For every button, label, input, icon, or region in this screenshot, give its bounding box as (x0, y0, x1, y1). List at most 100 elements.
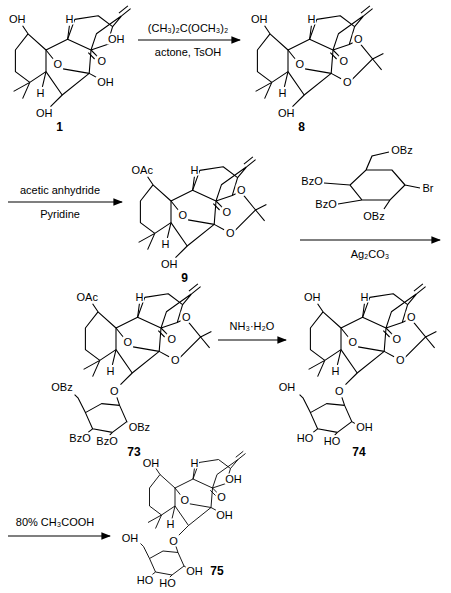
atom-label: BzO (95, 436, 118, 447)
atom-label: H (278, 88, 288, 99)
atom-label: O (97, 55, 108, 66)
atom-label: OH (303, 292, 322, 303)
diterpenoid-core (309, 284, 426, 385)
atom-label: H (161, 239, 171, 250)
diterpenoid-core (139, 157, 256, 258)
reaction-arrow (138, 39, 240, 40)
atom-label: OH (8, 14, 27, 25)
atom-label: O (177, 210, 188, 221)
atom-label: O (181, 312, 192, 323)
atom-label: OH (160, 259, 179, 270)
reaction-arrow (300, 239, 440, 240)
atom-label: O (236, 185, 247, 196)
atom-label: OH (142, 457, 161, 468)
atom-label: H (190, 457, 200, 468)
acetonide-ring (235, 196, 266, 231)
atom-label: OAc (130, 165, 153, 176)
atom-label: O (353, 34, 364, 45)
atom-label: HO (323, 436, 342, 447)
atom-label: H (106, 366, 116, 377)
reagent-text: OBz (362, 211, 385, 222)
glycosyl-bromide (324, 152, 420, 209)
atom-label: H (306, 14, 316, 25)
sugar-ring (75, 395, 132, 436)
reagent-text: NH₃·H₂O (229, 321, 276, 332)
atom-label: H (189, 165, 199, 176)
reagent-text: actone, TsOH (154, 47, 222, 58)
atom-label: H (166, 519, 176, 530)
atom-label: O (52, 59, 63, 70)
atom-label: O (222, 206, 233, 217)
atom-label: O (179, 495, 190, 506)
atom-label: OH (224, 474, 243, 485)
atom-label: OBz (128, 422, 151, 433)
diterpenoid-core (84, 284, 201, 385)
atom-label: OAc (75, 292, 98, 303)
atom-label: OH (107, 34, 126, 45)
atom-label: OH (185, 565, 204, 576)
atom-label: O (406, 312, 417, 323)
reagent-text: acetic anhydride (19, 185, 101, 196)
atom-label: O (109, 386, 120, 397)
atom-label: O (168, 535, 179, 546)
reagent-text: BzO (314, 199, 337, 210)
atom-label: H (36, 88, 46, 99)
reagent-text: Br (422, 183, 435, 194)
atom-label: OH (250, 14, 269, 25)
reagent-text: Pyridine (39, 209, 81, 220)
atom-label: O (392, 333, 403, 344)
atom-label: OH (355, 422, 374, 433)
atom-label: H (134, 292, 144, 303)
compound-number: 9 (180, 272, 189, 284)
atom-label: O (294, 59, 305, 70)
reagent-text: OBz (390, 145, 413, 156)
atom-label: OH (96, 77, 115, 88)
reagent-text: Ag₂CO₃ (350, 249, 391, 260)
atom-label: O (339, 55, 350, 66)
atom-label: O (342, 77, 353, 88)
compound-number: 8 (297, 121, 306, 133)
compound-number: 75 (209, 565, 224, 577)
atom-label: OBz (50, 382, 73, 393)
atom-label: H (359, 292, 369, 303)
acetonide-ring (180, 323, 212, 358)
atom-label: BzO (68, 432, 91, 443)
atom-label: OH (121, 532, 140, 543)
atom-label: OH (35, 108, 54, 119)
diterpenoid-core (256, 6, 373, 107)
reagent-text: BzO (300, 176, 323, 187)
atom-label: HO (296, 432, 315, 443)
atom-label: HO (136, 574, 155, 585)
sugar-ring (141, 544, 188, 578)
sugar-ring (300, 395, 357, 436)
acetonide-ring (405, 323, 437, 358)
atom-label: OH (278, 382, 297, 393)
atom-label: O (167, 333, 178, 344)
compound-number: 73 (126, 446, 141, 458)
atom-label: O (170, 355, 181, 366)
diterpenoid-core (14, 6, 131, 107)
atom-label: O (334, 386, 345, 397)
reaction-arrow (8, 201, 122, 202)
atom-label: O (122, 337, 133, 348)
acetonide-ring (352, 45, 384, 80)
atom-label: O (216, 492, 227, 503)
reagent-text: (CH₃)₂C(OCH₃)₂ (147, 23, 229, 34)
atom-label: O (225, 228, 236, 239)
compound-number: 74 (351, 446, 366, 458)
diterpenoid-core (148, 451, 246, 535)
atom-label: OH (215, 510, 234, 521)
atom-label: H (64, 14, 74, 25)
atom-label: H (331, 366, 341, 377)
atom-label: HO (158, 577, 177, 588)
reagent-text: 80% CH₃COOH (15, 517, 95, 528)
atom-label: OH (277, 108, 296, 119)
atom-label: O (347, 337, 358, 348)
compound-number: 1 (55, 121, 64, 133)
reaction-arrow (8, 535, 110, 536)
reaction-arrow (218, 339, 286, 340)
atom-label: O (395, 355, 406, 366)
